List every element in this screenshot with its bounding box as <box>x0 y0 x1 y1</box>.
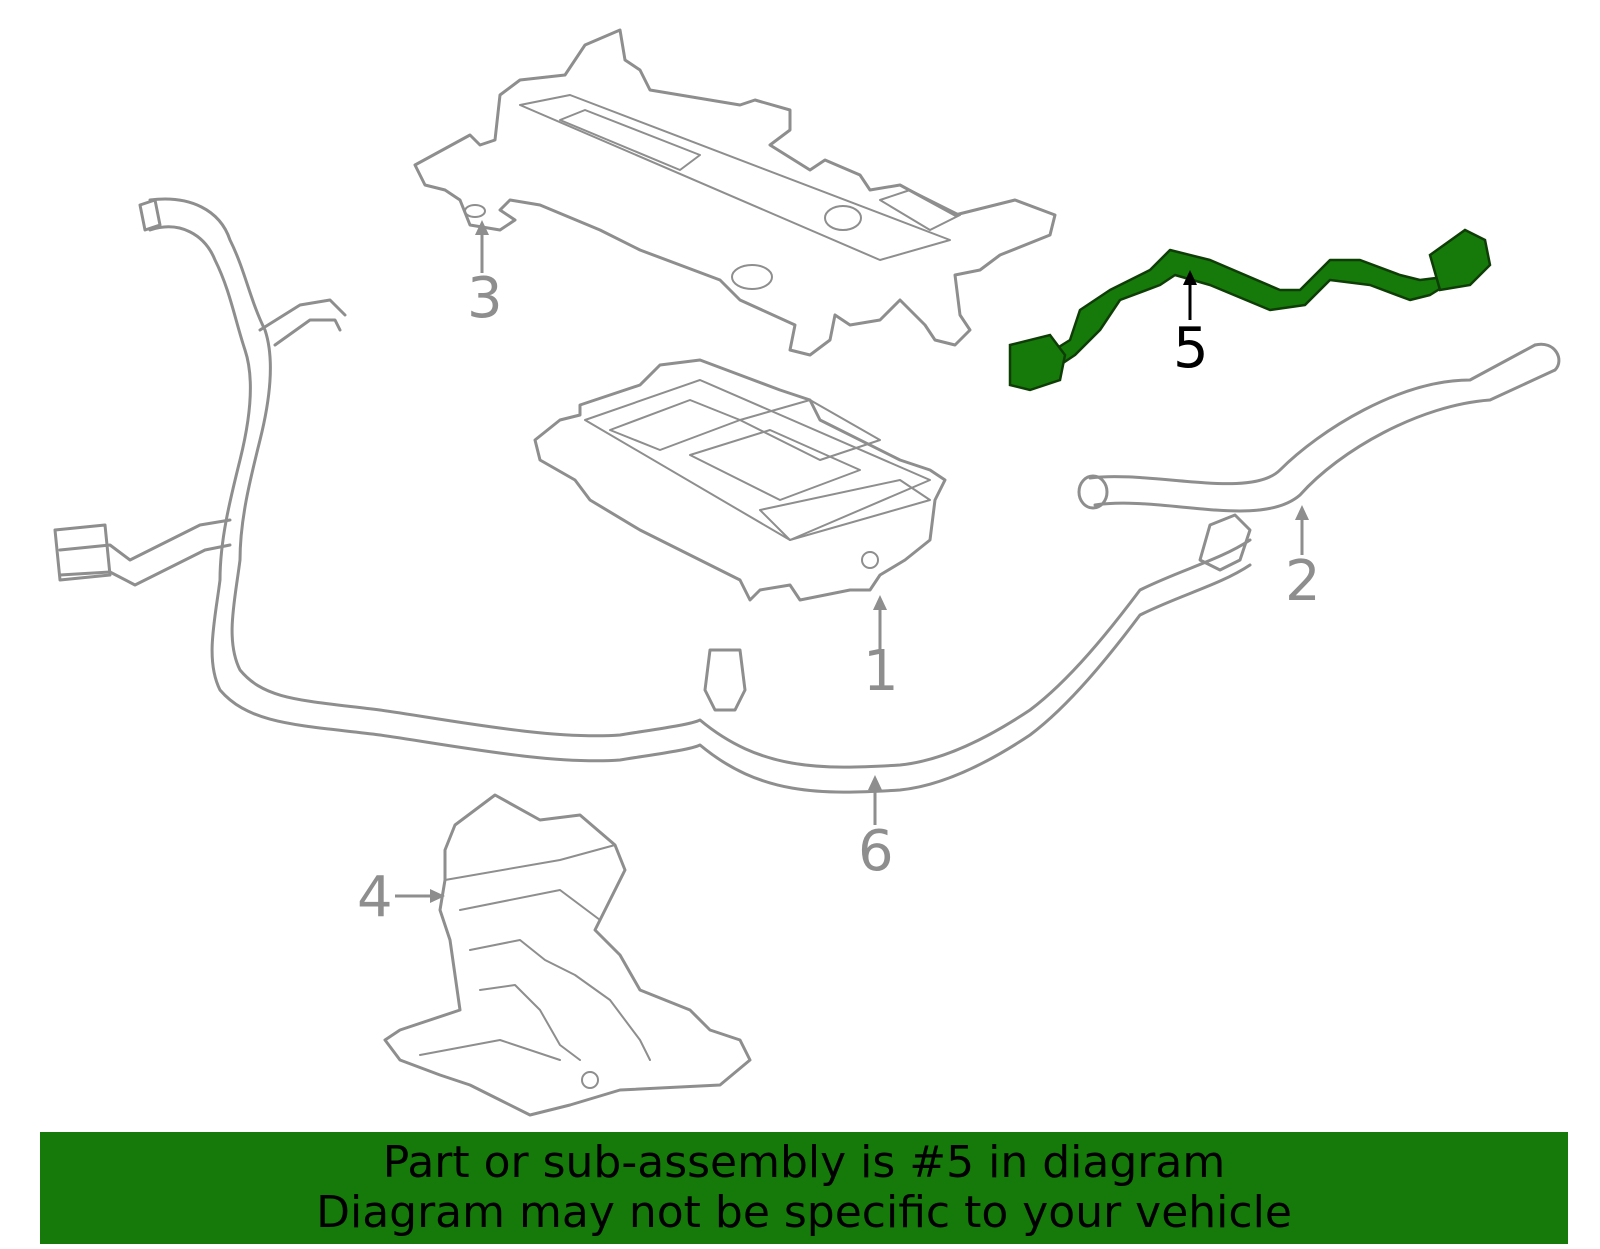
callout-label-6: 6 <box>858 819 894 884</box>
callout-label-5: 5 <box>1173 316 1209 381</box>
callout-5: 5 <box>1173 270 1209 381</box>
callout-label-2: 2 <box>1285 549 1321 614</box>
part-3-bracket-tray <box>413 28 1057 357</box>
banner-line-1: Part or sub-assembly is #5 in diagram <box>382 1137 1226 1188</box>
part-4-bracket-lower <box>383 793 752 1117</box>
callout-label-3: 3 <box>467 266 503 331</box>
callout-label-1: 1 <box>863 639 899 704</box>
callout-2: 2 <box>1285 505 1321 614</box>
callout-3: 3 <box>467 220 503 331</box>
part-6-harness-main <box>53 197 1252 794</box>
part-5-harness-highlighted <box>1008 228 1492 392</box>
callout-4: 4 <box>357 865 445 930</box>
info-banner: Part or sub-assembly is #5 in diagram Di… <box>40 1132 1568 1244</box>
part-2-hose <box>1077 342 1561 513</box>
callout-6: 6 <box>858 775 894 884</box>
callout-label-4: 4 <box>357 865 393 930</box>
banner-line-2: Diagram may not be specific to your vehi… <box>316 1187 1292 1238</box>
part-1-module <box>533 358 947 602</box>
callout-1: 1 <box>863 595 899 704</box>
